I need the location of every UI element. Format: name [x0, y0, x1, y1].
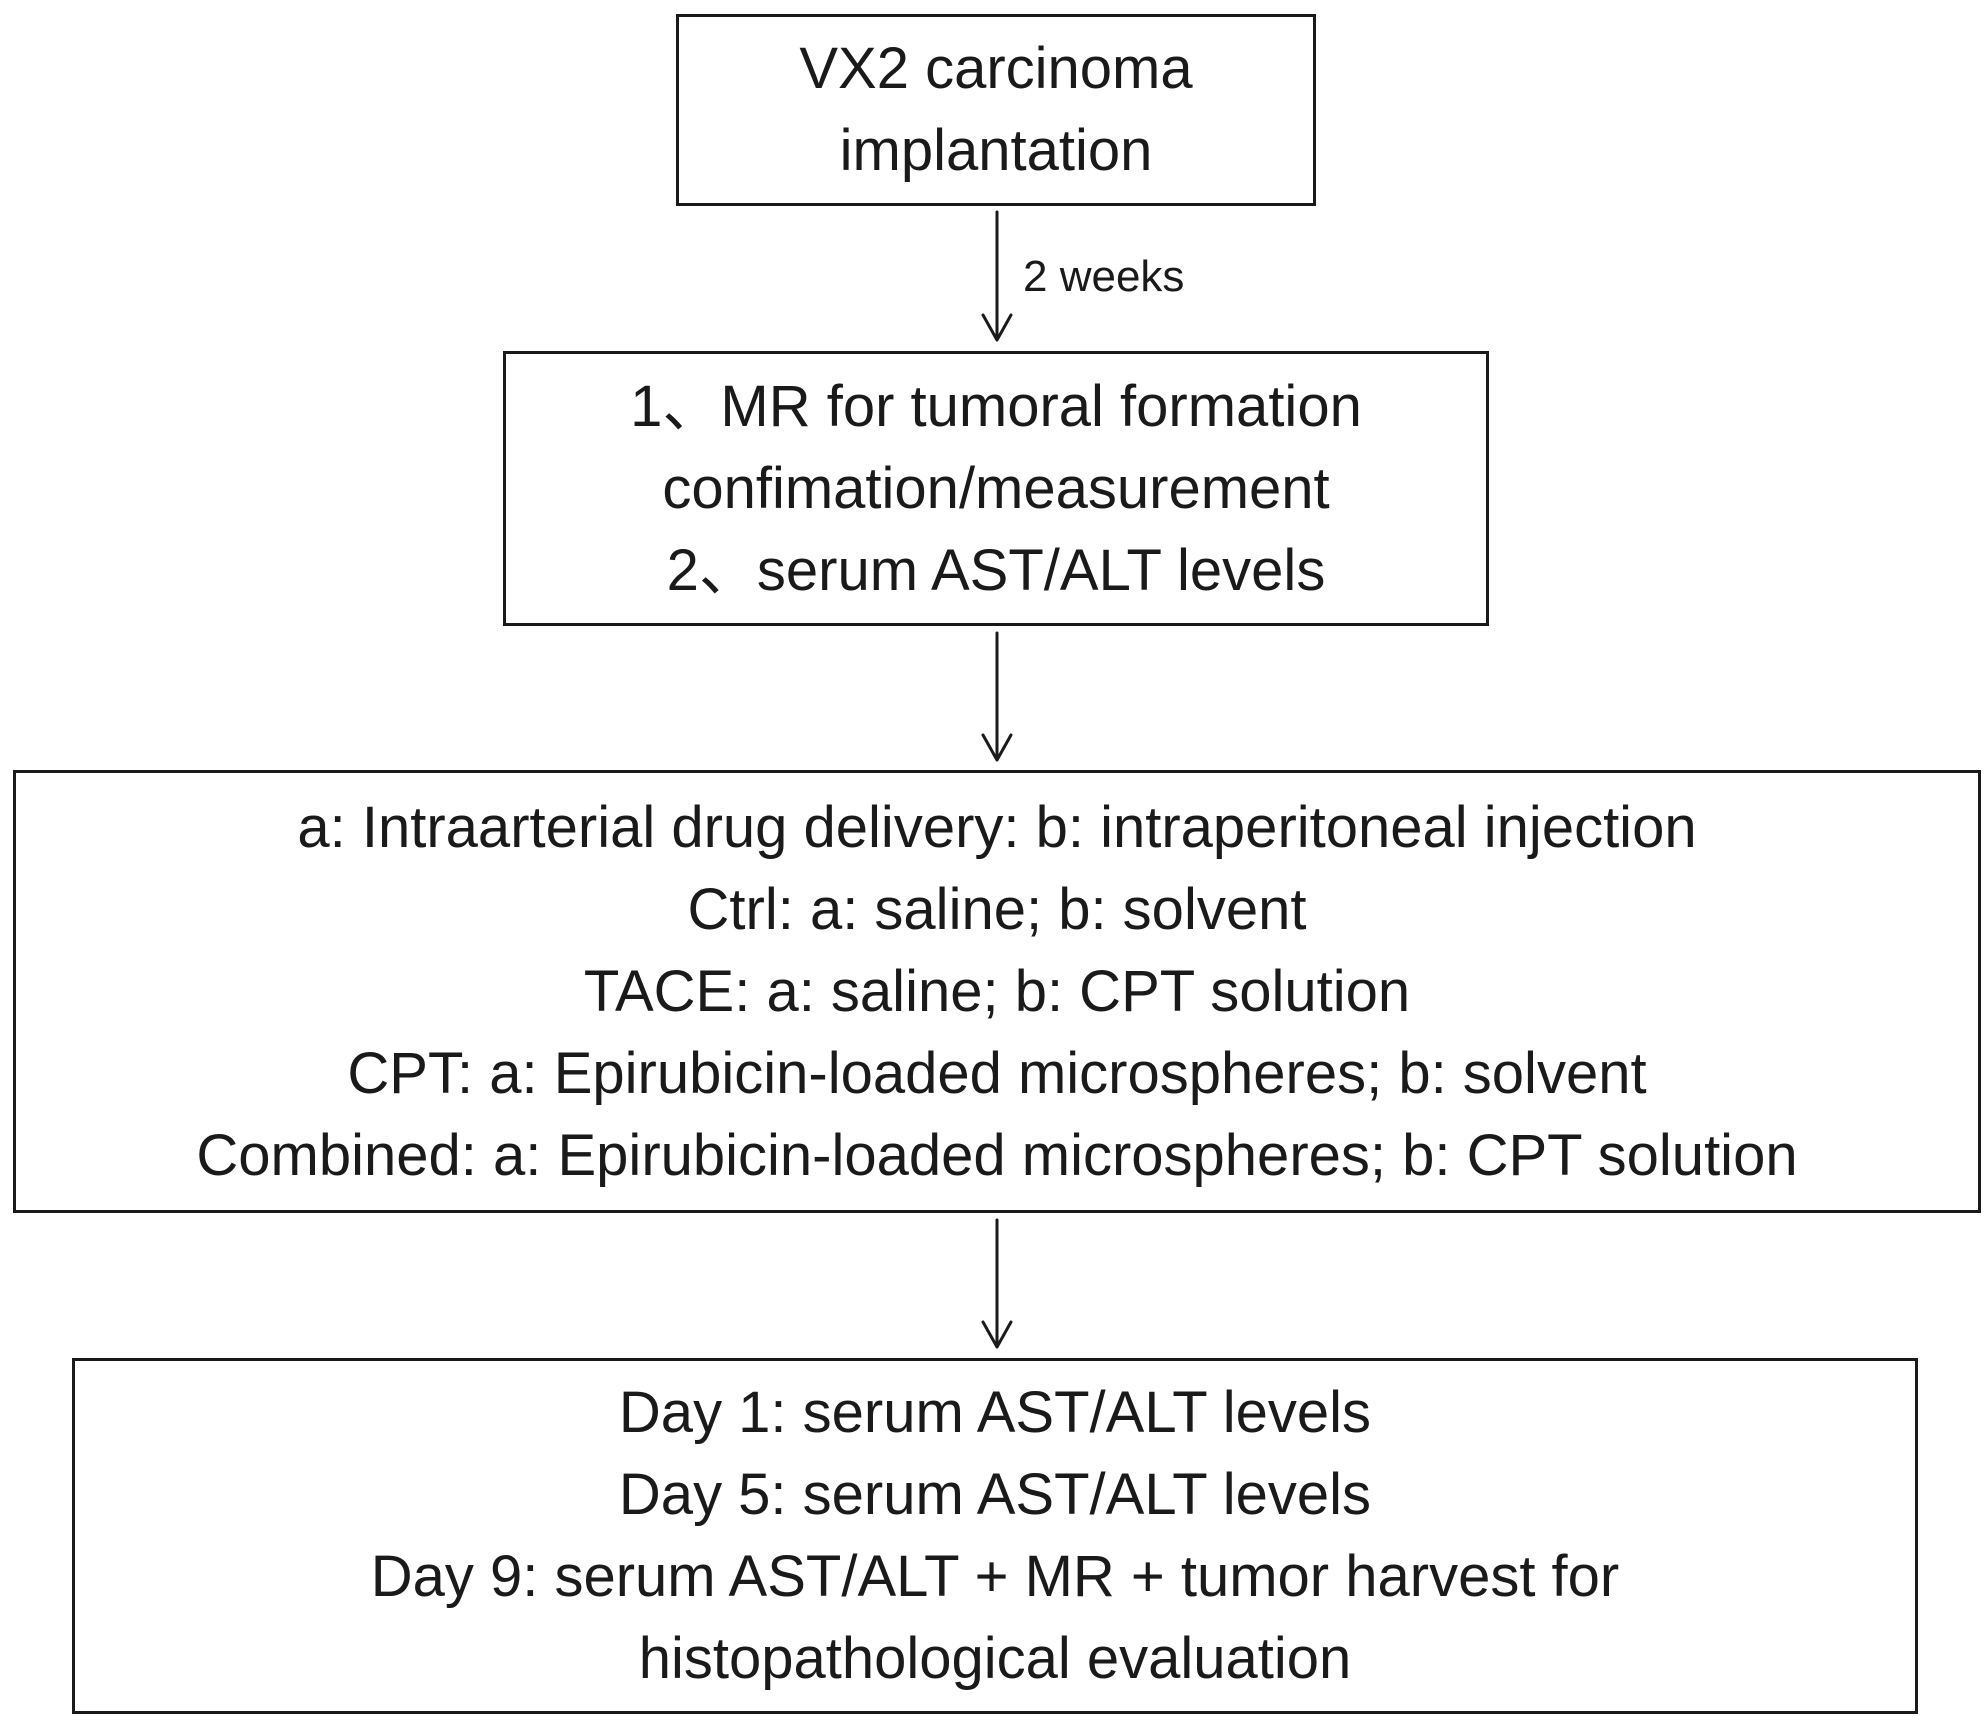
node-baseline-line-3: 2、serum AST/ALT levels — [666, 537, 1326, 603]
node-followup-line-4: histopathological evaluation — [638, 1626, 1352, 1691]
node-treatment-line-3: TACE: a: saline; b: CPT solution — [583, 958, 1411, 1024]
edge-treatment-to-followup — [981, 1218, 1013, 1349]
node-followup-line-1: Day 1: serum AST/ALT levels — [618, 1380, 1372, 1445]
node-treatment-line-1: a: Intraarterial drug delivery: b: intra… — [297, 794, 1697, 860]
node-implantation-line-1: VX2 carcinoma — [799, 36, 1193, 101]
node-implantation-line-2: implantation — [839, 118, 1153, 183]
edge-label-2-weeks: 2 weeks — [1023, 252, 1185, 301]
node-followup-line-2: Day 5: serum AST/ALT levels — [618, 1462, 1372, 1527]
edge-baseline-to-treatment — [981, 631, 1013, 762]
node-followup: Day 1: serum AST/ALT levels Day 5: serum… — [72, 1358, 1918, 1714]
node-baseline-line-1: 1、MR for tumoral formation — [630, 373, 1362, 439]
node-baseline-line-2: confimation/measurement — [662, 455, 1330, 521]
node-implantation: VX2 carcinoma implantation — [676, 14, 1316, 206]
node-followup-line-3: Day 9: serum AST/ALT + MR + tumor harves… — [370, 1544, 1620, 1609]
node-treatment-line-4: CPT: a: Epirubicin-loaded microspheres; … — [347, 1040, 1647, 1106]
node-baseline: 1、MR for tumoral formation confimation/m… — [503, 351, 1489, 626]
node-treatment: a: Intraarterial drug delivery: b: intra… — [13, 770, 1981, 1213]
node-treatment-line-5: Combined: a: Epirubicin-loaded microsphe… — [196, 1122, 1798, 1188]
edge-implantation-to-baseline — [981, 210, 1013, 342]
node-treatment-line-2: Ctrl: a: saline; b: solvent — [687, 876, 1307, 942]
